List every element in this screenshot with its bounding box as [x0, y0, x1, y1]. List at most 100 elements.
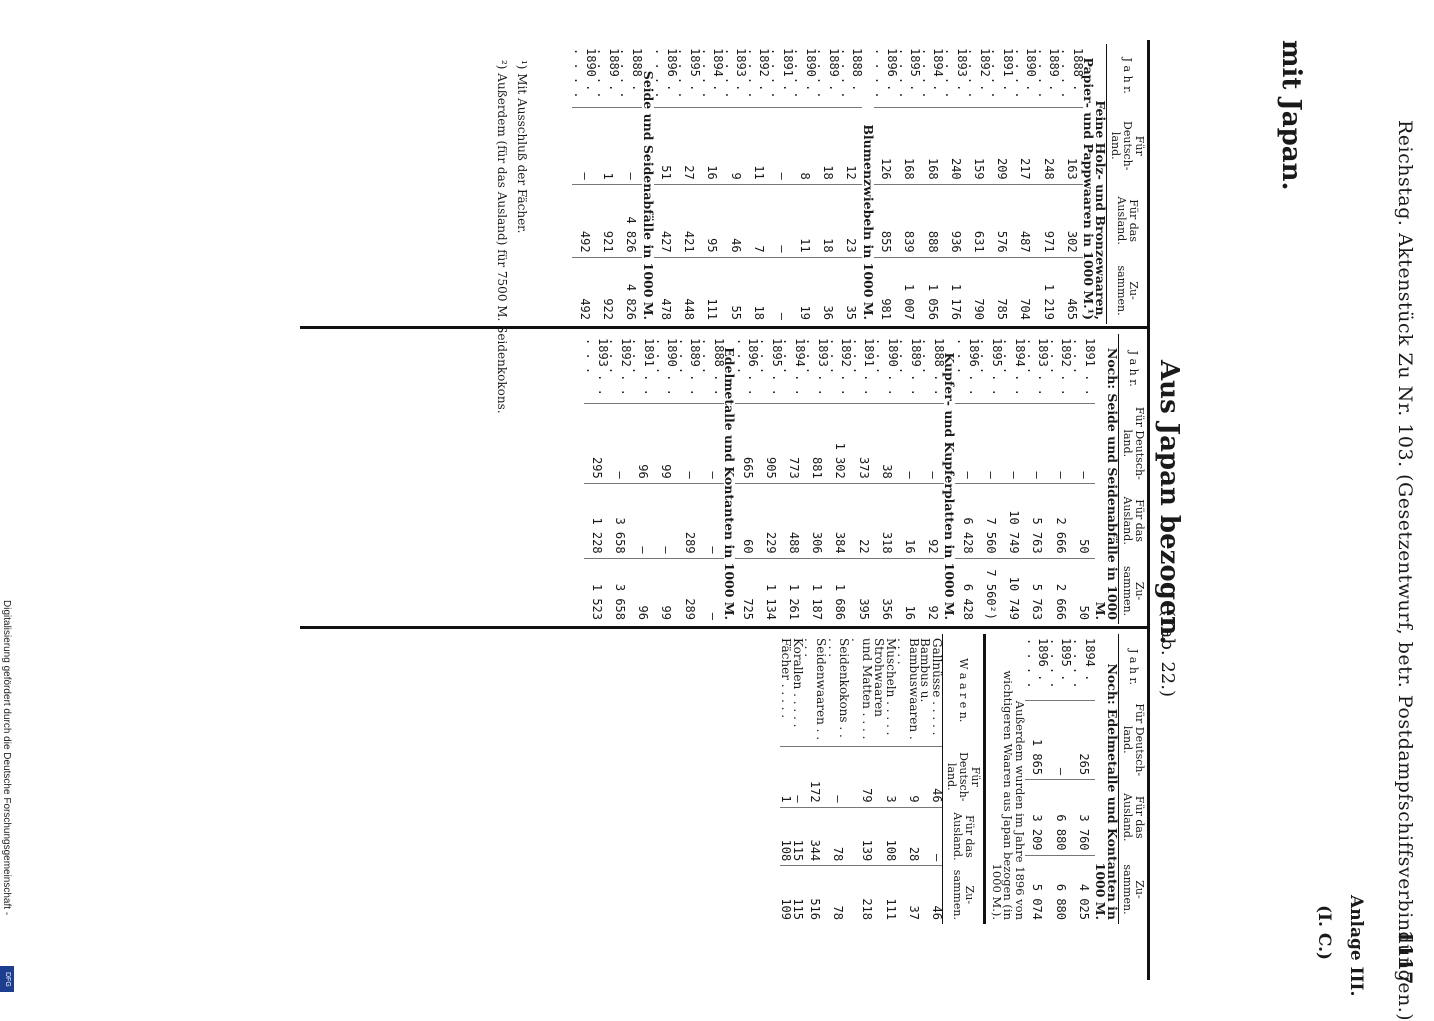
value-ausland: 229 — [758, 483, 782, 559]
row-label: 1891 . . . . . — [769, 48, 795, 99]
value-deutschland: 27 — [676, 107, 700, 185]
value-zusammen: 55 — [723, 257, 747, 324]
value-zusammen: 6 428 — [955, 558, 979, 624]
value-deutschland: 168 — [920, 107, 944, 185]
row-label: 1894 . . . . . — [919, 48, 946, 99]
value-ausland: 855 — [873, 184, 898, 258]
table-row: 1890 . . . . .99—99 — [653, 334, 680, 624]
value-deutschland: 159 — [966, 107, 990, 185]
value-zusammen: 218 — [849, 865, 885, 924]
value-ausland: 1 228 — [584, 483, 608, 559]
title-left: mit Japan. — [1276, 40, 1306, 191]
anlage-label: Anlage III. — [1346, 895, 1366, 997]
value-ausland: 971 — [1036, 184, 1060, 258]
value-deutschland: — — [897, 403, 921, 484]
value-ausland: 492 — [572, 184, 596, 258]
value-zusammen: — — [700, 558, 724, 624]
value-ausland: 306 — [804, 483, 828, 559]
row-label: 1888 . . . . . — [920, 338, 946, 396]
value-ausland: 921 — [595, 184, 619, 258]
value-deutschland: — — [769, 107, 793, 185]
value-ausland: 488 — [781, 483, 805, 559]
row-label: 1896 . . . . . — [955, 338, 981, 396]
value-deutschland: 1 865 — [1025, 700, 1049, 780]
value-zusammen: 36 — [815, 257, 840, 324]
value-zusammen: 1 187 — [804, 558, 828, 624]
value-deutschland: 96 — [630, 403, 655, 484]
value-ausland: 576 — [989, 184, 1013, 258]
value-ausland: 839 — [897, 184, 921, 258]
value-zusammen: 4 025 — [1071, 855, 1095, 924]
value-deutschland: 9 — [723, 107, 747, 185]
section-title: Feine Holz- und Bronzewaaren, Papier- un… — [1081, 57, 1108, 321]
row-label: Seidenwaaren . . . . . — [802, 638, 829, 741]
value-zusammen: 981 — [873, 257, 898, 324]
row-label: 1890 . . . . . — [572, 48, 598, 99]
row-label: Bambus u. Bambuswaaren . . . . . — [895, 638, 933, 740]
value-zusammen: 5 074 — [1025, 855, 1049, 924]
table-row: 1891 . . . . .——— — [769, 44, 795, 324]
row-label: 1893 . . . . . — [1024, 338, 1051, 396]
row-label: Korallen . . . . . — [790, 638, 805, 728]
value-ausland: 60 — [735, 483, 759, 559]
col-header-ausland: Für das Ausland. — [1106, 184, 1149, 258]
value-deutschland: 8 — [792, 107, 816, 185]
value-zusammen: 6 880 — [1048, 855, 1072, 924]
value-ausland: 289 — [677, 483, 701, 559]
row-label: 1890 . . . . . — [792, 48, 818, 99]
col-header-ausland: Für das Ausland. — [1118, 779, 1149, 856]
row-label: 1890 . . . . . — [653, 338, 680, 396]
section-title: Noch: Seide und Seidenabfälle in 1000 M. — [1093, 347, 1120, 620]
value-deutschland: — — [826, 746, 850, 808]
row-label: 1893 . . . . . — [722, 48, 749, 99]
value-ausland: 23 — [839, 184, 863, 258]
value-zusammen: 35 — [839, 257, 863, 324]
value-deutschland: 172 — [802, 746, 827, 808]
value-deutschland: — — [955, 403, 979, 484]
row-label: 1890 . . . . . — [1012, 48, 1039, 99]
value-deutschland: — — [607, 403, 631, 484]
footnote-2: ²) Außerdem (für das Ausland) für 7500 M… — [495, 60, 509, 414]
table-column-2: J a h r. Für Deutsch- land. Für das Ausl… — [584, 334, 1151, 624]
value-ausland: 95 — [699, 184, 724, 258]
row-label: 1892 . . . . . — [1047, 338, 1074, 396]
value-ausland: 92 — [920, 483, 944, 559]
value-deutschland: — — [978, 403, 1002, 484]
value-zusammen: 395 — [851, 558, 875, 624]
value-zusammen: 46 — [930, 865, 944, 924]
value-zusammen: 16 — [897, 558, 921, 624]
value-ausland: 7 560 — [978, 483, 1002, 559]
value-deutschland: 9 — [895, 746, 931, 808]
note-text: Außerdem wurden im Jahre 1896 von wichti… — [989, 670, 1028, 920]
row-label: 1889 . . . . . — [897, 338, 923, 396]
row-label: 1894 . . . . . — [1001, 338, 1028, 396]
value-zusammen: 448 — [676, 257, 700, 324]
value-ausland: 3 760 — [1071, 779, 1095, 856]
value-ausland: — — [930, 807, 944, 866]
value-ausland: 302 — [1059, 184, 1083, 258]
value-deutschland: 217 — [1012, 107, 1037, 185]
value-zusammen: 1 134 — [758, 558, 782, 624]
value-zusammen: 1 261 — [781, 558, 805, 624]
value-zusammen: 289 — [677, 558, 701, 624]
table-row: 1891 . . . . .96—96 — [630, 334, 656, 624]
col-header-zusammen: Zu- sammen. — [942, 865, 985, 924]
value-deutschland: 51 — [653, 107, 677, 185]
col-header-deutschland: Für Deutsch- land. — [1118, 700, 1149, 780]
value-ausland: 3 658 — [607, 483, 631, 559]
value-ausland: 6 428 — [955, 483, 979, 559]
row-label: 1895 . . . . . — [676, 48, 702, 99]
row-label: 1895 . . . . . — [896, 48, 923, 99]
value-deutschland: — — [1001, 403, 1026, 484]
